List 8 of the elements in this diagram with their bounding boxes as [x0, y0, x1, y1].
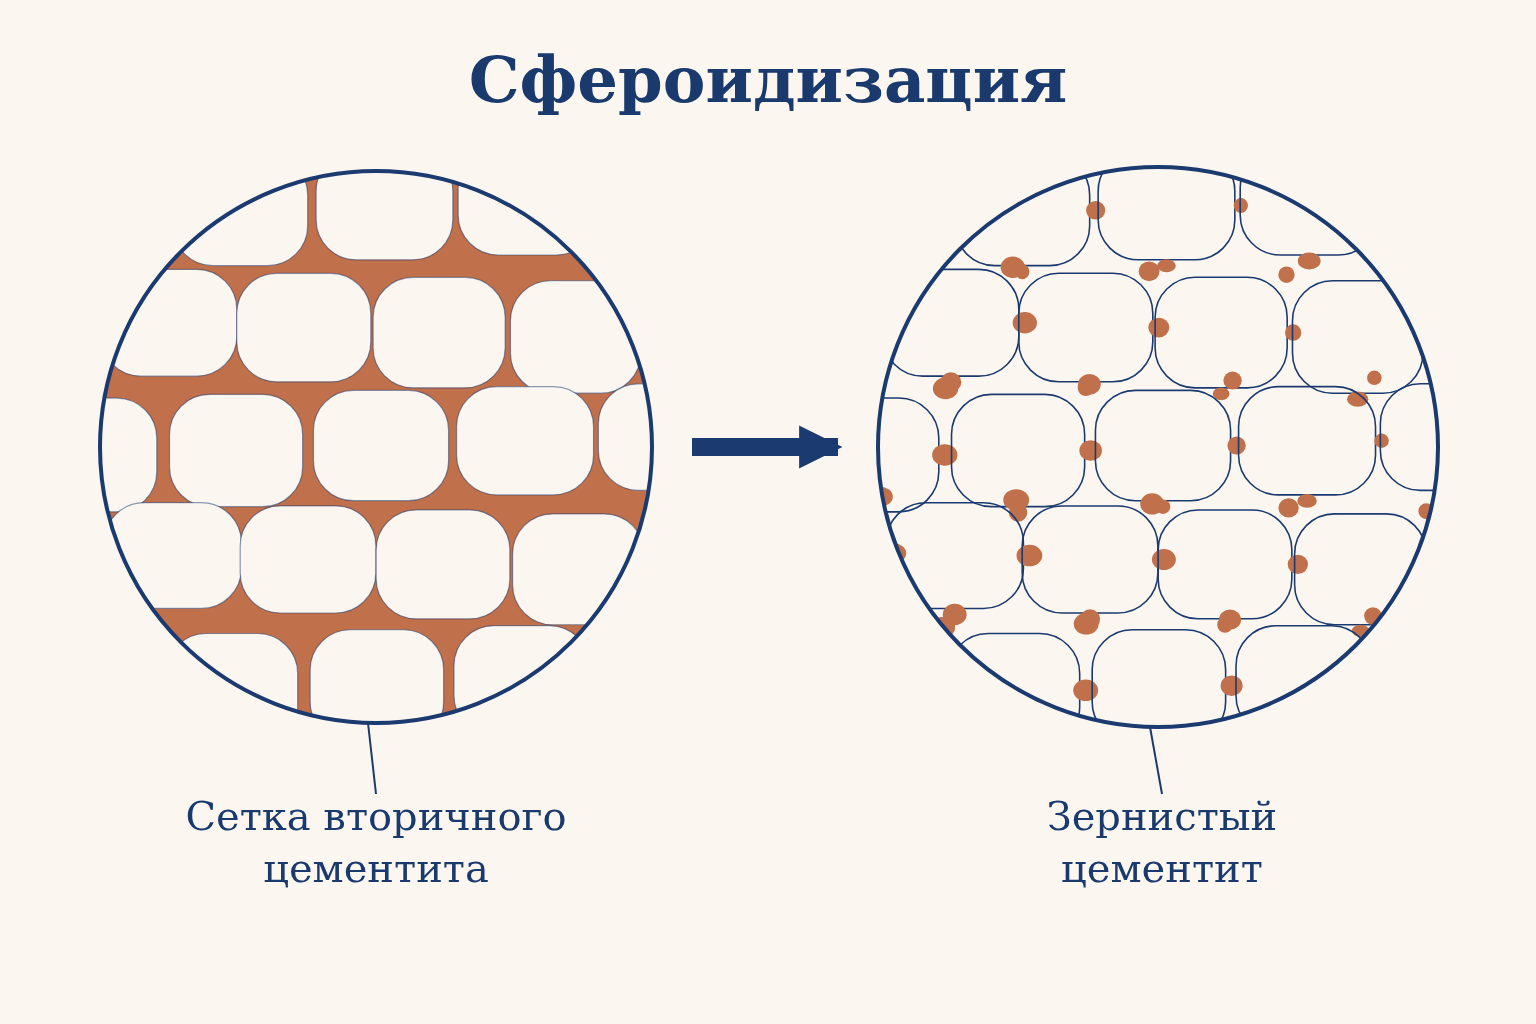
structure-label: Сетка вторичного цементита — [156, 790, 596, 894]
leader-line — [1149, 726, 1163, 795]
arrow — [692, 425, 843, 469]
microstructure-drawing — [876, 165, 1440, 729]
microstructure-drawing — [98, 169, 654, 725]
leader-line — [367, 722, 377, 795]
title: Сфероидизация — [467, 42, 1069, 117]
structure-label: Зернистый цементит — [942, 790, 1382, 894]
